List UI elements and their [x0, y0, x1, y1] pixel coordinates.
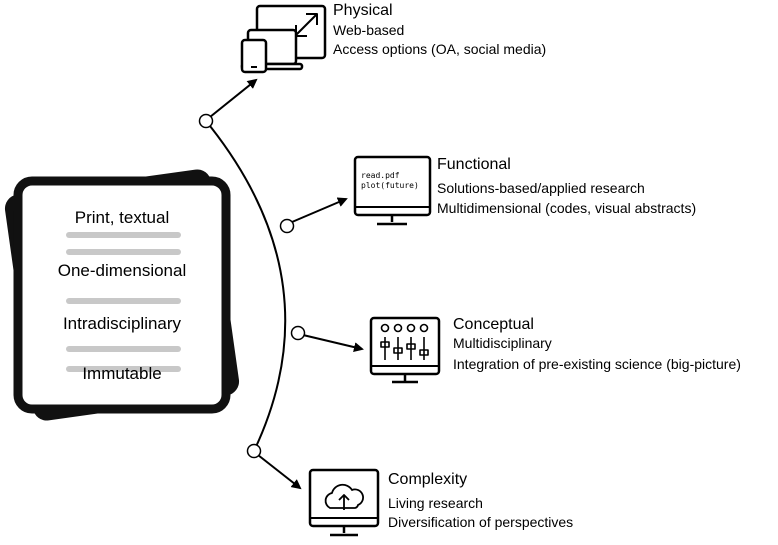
category-line: Multidimensional (codes, visual abstract… [437, 200, 697, 216]
arrow-to-conceptual [302, 334, 364, 353]
cloud-upload-monitor-icon [308, 468, 380, 537]
category-line: Living research [388, 495, 483, 511]
category-title-functional: Functional [437, 156, 511, 173]
arc-node [290, 325, 306, 341]
category-title-complexity: Complexity [388, 471, 468, 488]
code-monitor-icon [353, 155, 432, 226]
category-line: Integration of pre-existing science (big… [453, 356, 741, 372]
text-placeholder-bar [66, 298, 181, 304]
arrow-to-physical [209, 78, 258, 118]
document-line-print: Print, textual [74, 208, 170, 227]
category-line: Access options (OA, social media) [333, 41, 547, 57]
sliders-monitor-icon [369, 316, 441, 384]
category-line: Multidisciplinary [453, 335, 552, 351]
text-placeholder-bar [66, 366, 181, 372]
category-line: Web-based [333, 22, 405, 38]
text-placeholder-bar [66, 249, 181, 255]
arc-node [246, 443, 262, 459]
text-placeholder-bar [66, 346, 181, 352]
document-stack [4, 169, 240, 421]
evolution-arc [205, 120, 287, 452]
document-line-mutability: Immutable [82, 364, 162, 383]
arc-node [198, 113, 214, 129]
arrow-to-functional [291, 197, 348, 223]
category-line: Solutions-based/applied research [437, 180, 645, 196]
screen-code-line: read.pdf [361, 171, 400, 180]
category-title-physical: Physical [333, 2, 393, 19]
text-placeholder-bar [66, 232, 181, 238]
category-line: Diversification of perspectives [388, 514, 574, 530]
arc-node [279, 218, 295, 234]
arrow-to-complexity [257, 454, 302, 490]
document-line-dimension: One-dimensional [57, 261, 187, 280]
screen-code-line: plot(future) [361, 181, 419, 190]
category-title-conceptual: Conceptual [453, 316, 534, 333]
devices-icon [240, 4, 327, 74]
document-line-discipline: Intradisciplinary [62, 314, 182, 333]
